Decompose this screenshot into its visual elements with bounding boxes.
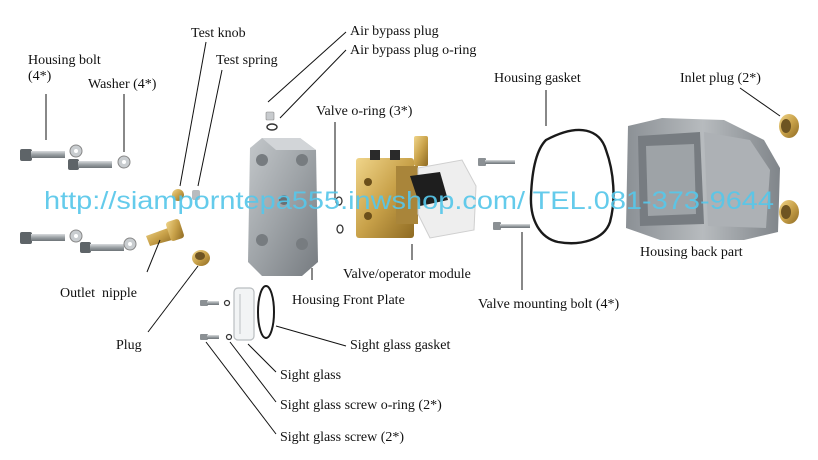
air-bypass-plug-part (265, 111, 278, 131)
housing-gasket-part (529, 128, 615, 245)
label-housing-bolt: Housing bolt (28, 53, 101, 68)
label-valve-operator-module: Valve/operator module (343, 267, 471, 282)
label-sight-glass-screw-oring: Sight glass screw o-ring (2*) (280, 398, 442, 413)
label-outlet-nipple: Outlet nipple (60, 286, 137, 301)
leader-lines (45, 31, 781, 435)
housing-bolt-part (20, 149, 124, 253)
label-valve-oring: Valve o-ring (3*) (316, 104, 413, 119)
sight-glass-screw-part (200, 300, 219, 340)
valve-oring-part (335, 196, 344, 234)
sight-glass-part (233, 287, 255, 341)
label-test-knob: Test knob (191, 26, 246, 41)
label-valve-mounting-bolt: Valve mounting bolt (4*) (478, 297, 619, 312)
valve-mounting-bolt-part (478, 158, 530, 230)
test-spring-part (192, 190, 200, 200)
label-plug: Plug (116, 338, 142, 353)
label-test-spring: Test spring (216, 53, 278, 68)
label-air-bypass-plug: Air bypass plug (350, 24, 439, 39)
part-labels: Housing bolt (4*) Washer (4*) Test knob … (28, 24, 761, 445)
label-sight-glass-screw: Sight glass screw (2*) (280, 430, 404, 445)
label-housing-front-plate: Housing Front Plate (292, 293, 405, 308)
washer-part (69, 144, 137, 251)
label-sight-glass: Sight glass (280, 368, 341, 383)
label-inlet-plug: Inlet plug (2*) (680, 71, 761, 86)
inlet-plug-part (779, 114, 799, 224)
housing-front-plate-part (248, 138, 318, 276)
label-housing-back-part: Housing back part (640, 245, 743, 260)
label-sight-glass-gasket: Sight glass gasket (350, 338, 450, 353)
label-housing-bolt-qty: (4*) (28, 69, 52, 84)
sight-glass-screw-oring-part (223, 299, 233, 341)
test-knob-part (172, 189, 184, 201)
sight-glass-gasket-part (257, 285, 275, 339)
label-housing-gasket: Housing gasket (494, 71, 581, 86)
plug-part (192, 250, 210, 266)
outlet-nipple-part (146, 219, 184, 246)
housing-back-part-part (626, 118, 780, 240)
label-air-bypass-plug-oring: Air bypass plug o-ring (350, 43, 476, 58)
watermark-text: http://siamporntepa555.inwshop.com/ TEL.… (44, 187, 774, 215)
valve-operator-module-part (356, 136, 477, 239)
label-washer: Washer (4*) (88, 77, 157, 92)
